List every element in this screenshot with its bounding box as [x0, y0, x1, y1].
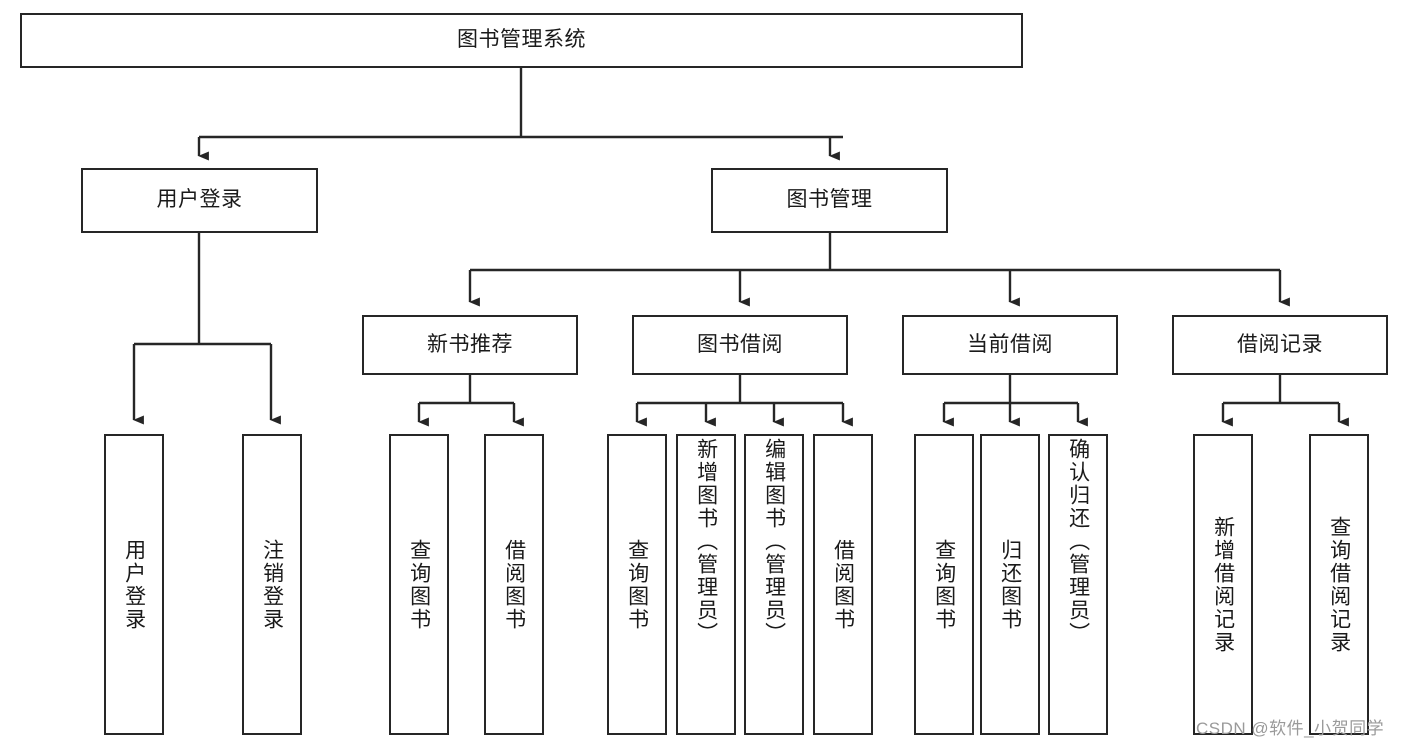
node-leaf-query-book-1[interactable]: 查询图书	[389, 434, 449, 735]
node-leaf-add-record[interactable]: 新增借阅记录	[1193, 434, 1253, 735]
node-label: 确认归还（管理员）	[1066, 438, 1090, 645]
node-new-book-recommend[interactable]: 新书推荐	[362, 315, 578, 375]
node-label: 查询图书	[407, 538, 431, 631]
node-label: 借阅记录	[1237, 332, 1323, 356]
node-borrow-record[interactable]: 借阅记录	[1172, 315, 1388, 375]
node-label: 图书借阅	[697, 332, 783, 356]
node-leaf-edit-book[interactable]: 编辑图书（管理员）	[744, 434, 804, 735]
node-label: 借阅图书	[502, 538, 526, 631]
node-leaf-query-book-3[interactable]: 查询图书	[914, 434, 974, 735]
node-label: 借阅图书	[831, 538, 855, 631]
node-label: 图书管理	[786, 188, 873, 212]
node-leaf-return-book[interactable]: 归还图书	[980, 434, 1040, 735]
node-leaf-user-login[interactable]: 用户登录	[104, 434, 164, 735]
node-root-system[interactable]: 图书管理系统	[20, 13, 1023, 68]
node-label: 用户登录	[122, 538, 146, 631]
node-label: 注销登录	[260, 538, 284, 631]
node-label: 图书管理系统	[457, 28, 586, 52]
node-leaf-query-book-2[interactable]: 查询图书	[607, 434, 667, 735]
node-label: 查询借阅记录	[1327, 515, 1351, 654]
node-label: 新增借阅记录	[1211, 515, 1235, 654]
node-label: 编辑图书（管理员）	[762, 438, 786, 645]
node-leaf-add-book[interactable]: 新增图书（管理员）	[676, 434, 736, 735]
node-leaf-query-record[interactable]: 查询借阅记录	[1309, 434, 1369, 735]
node-user-login[interactable]: 用户登录	[81, 168, 318, 233]
node-label: 当前借阅	[967, 332, 1053, 356]
node-leaf-logout-login[interactable]: 注销登录	[242, 434, 302, 735]
node-label: 查询图书	[625, 538, 649, 631]
node-label: 用户登录	[156, 188, 243, 212]
node-leaf-borrow-book-1[interactable]: 借阅图书	[484, 434, 544, 735]
node-label: 新书推荐	[427, 332, 513, 356]
node-book-borrow[interactable]: 图书借阅	[632, 315, 848, 375]
csdn-watermark: CSDN @软件_小贺同学	[1196, 719, 1385, 738]
node-book-manage[interactable]: 图书管理	[711, 168, 948, 233]
node-current-borrow[interactable]: 当前借阅	[902, 315, 1118, 375]
node-label: 新增图书（管理员）	[694, 438, 718, 645]
node-label: 归还图书	[998, 538, 1022, 631]
node-leaf-confirm-return[interactable]: 确认归还（管理员）	[1048, 434, 1108, 735]
node-label: 查询图书	[932, 538, 956, 631]
node-leaf-borrow-book-2[interactable]: 借阅图书	[813, 434, 873, 735]
